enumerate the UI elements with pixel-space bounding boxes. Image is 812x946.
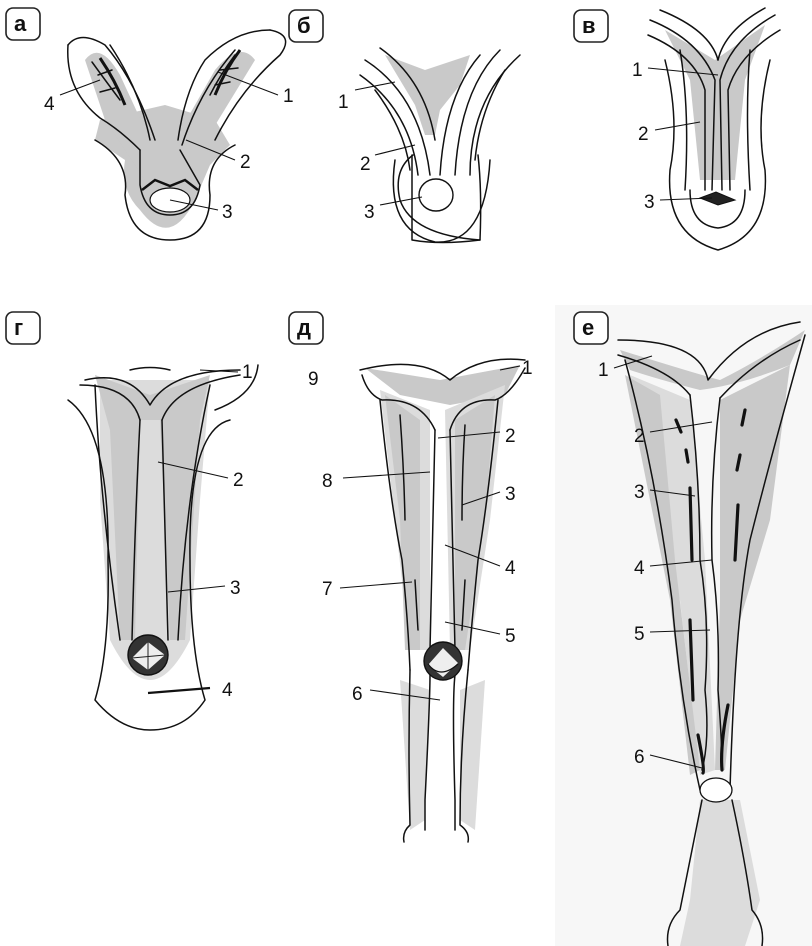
label-a-3: 3 bbox=[222, 202, 233, 223]
label-d-2: 2 bbox=[505, 426, 516, 447]
label-d-6: 6 bbox=[352, 684, 363, 705]
label-d-1: 1 bbox=[522, 358, 533, 379]
label-a-2: 2 bbox=[240, 152, 251, 173]
panel-e: е 1 2 3 4 5 bbox=[555, 305, 812, 946]
label-b-3: 3 bbox=[364, 202, 375, 223]
label-v-1: 1 bbox=[632, 60, 643, 81]
panel-b: б 1 2 3 bbox=[289, 10, 520, 243]
label-d-4: 4 bbox=[505, 558, 516, 579]
label-g-1: 1 bbox=[242, 362, 253, 383]
label-a-4: 4 bbox=[44, 94, 55, 115]
panel-letter-g: г bbox=[14, 315, 23, 340]
label-d-7: 7 bbox=[322, 579, 333, 600]
label-e-6: 6 bbox=[634, 747, 645, 768]
label-d-9: 9 bbox=[308, 369, 319, 390]
label-g-3: 3 bbox=[230, 578, 241, 599]
panel-letter-e: е bbox=[582, 315, 594, 340]
panel-a: а 1 2 3 4 bbox=[6, 8, 294, 240]
label-d-5: 5 bbox=[505, 626, 516, 647]
label-e-2: 2 bbox=[634, 426, 645, 447]
label-d-3: 3 bbox=[505, 484, 516, 505]
panel-d: д 9 1 2 3 4 bbox=[289, 312, 533, 842]
label-b-2: 2 bbox=[360, 154, 371, 175]
label-e-4: 4 bbox=[634, 558, 645, 579]
label-e-5: 5 bbox=[634, 624, 645, 645]
panel-v: в 1 2 3 bbox=[574, 8, 780, 250]
panel-letter-v: в bbox=[582, 13, 596, 38]
label-e-3: 3 bbox=[634, 482, 645, 503]
panel-letter-d: д bbox=[297, 315, 311, 340]
label-g-2: 2 bbox=[233, 470, 244, 491]
panel-letter-a: а bbox=[14, 11, 27, 36]
label-e-1: 1 bbox=[598, 360, 609, 381]
panel-g: г 1 2 3 4 bbox=[6, 312, 258, 730]
label-g-4: 4 bbox=[222, 680, 233, 701]
label-v-3: 3 bbox=[644, 192, 655, 213]
label-a-1: 1 bbox=[283, 86, 294, 107]
panel-letter-b: б bbox=[297, 13, 311, 38]
label-v-2: 2 bbox=[638, 124, 649, 145]
label-d-8: 8 bbox=[322, 471, 333, 492]
label-b-1: 1 bbox=[338, 92, 349, 113]
